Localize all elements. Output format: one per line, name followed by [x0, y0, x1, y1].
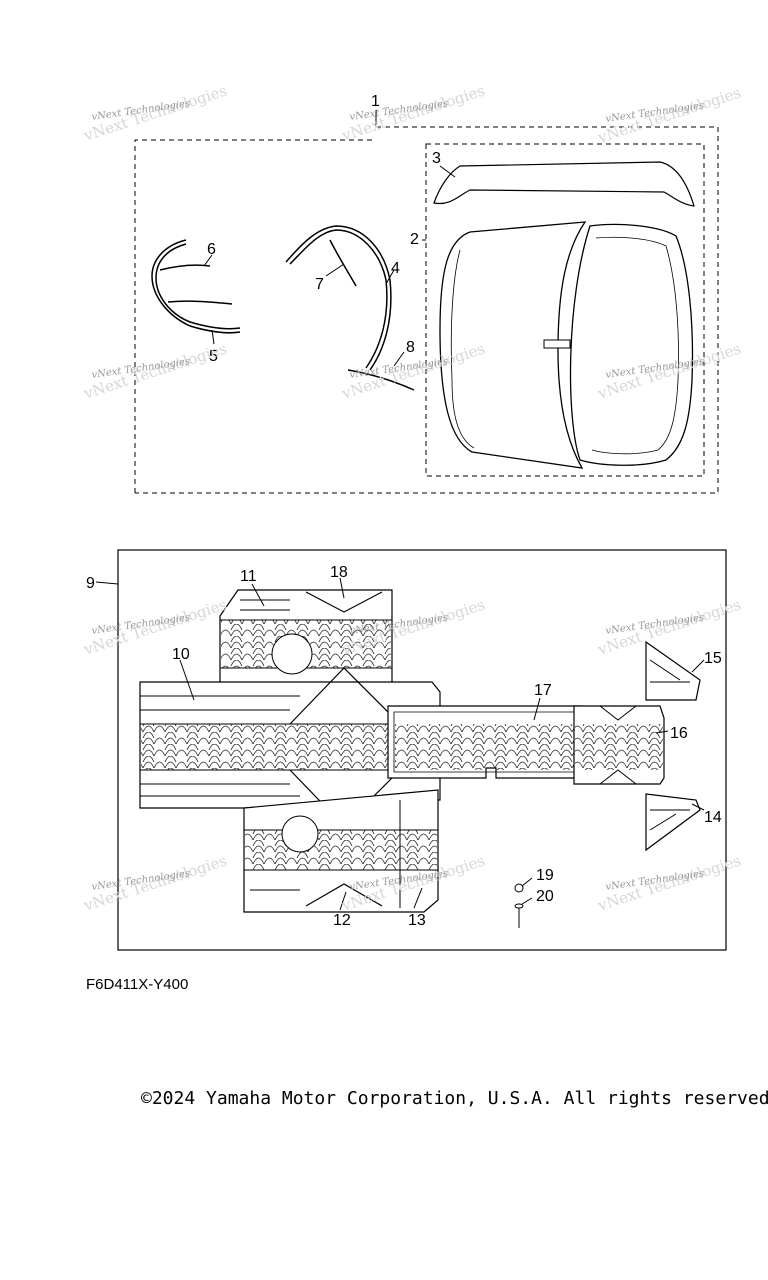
- copyright-notice: ©2024 Yamaha Motor Corporation, U.S.A. A…: [141, 1088, 768, 1109]
- callout-4: 4: [391, 260, 400, 277]
- leader-7: [325, 263, 345, 277]
- callout-13: 13: [408, 912, 426, 929]
- bow-panel: [433, 161, 695, 207]
- callout-10: 10: [172, 646, 190, 663]
- pad-lower: [645, 793, 701, 852]
- leader-8: [393, 351, 405, 367]
- upper-side-mat: [219, 589, 393, 686]
- leader-17: [533, 697, 541, 721]
- callout-9: 9: [86, 575, 95, 592]
- step-mat: [387, 705, 583, 779]
- leader-9: [95, 581, 119, 585]
- callout-2: 2: [410, 231, 419, 248]
- diagram-code: F6D411X-Y400: [86, 976, 189, 993]
- callout-19: 19: [536, 867, 554, 884]
- leader-20: [521, 897, 533, 905]
- cover-assembly-frame: [134, 126, 719, 494]
- leader-10: [179, 659, 195, 701]
- pad-upper: [645, 640, 701, 701]
- callout-8: 8: [406, 339, 415, 356]
- callout-6: 6: [207, 241, 216, 258]
- leader-5: [211, 329, 215, 345]
- leader-14: [691, 803, 705, 811]
- callout-1: 1: [371, 93, 380, 110]
- leader-19: [521, 877, 533, 887]
- fastener: [514, 883, 524, 928]
- mat-kit-frame: [117, 549, 727, 951]
- callout-11: 11: [240, 568, 257, 585]
- callout-3: 3: [432, 150, 441, 167]
- grab-bar: [285, 225, 415, 391]
- leader-3: [439, 165, 456, 178]
- callout-20: 20: [536, 888, 554, 905]
- lower-side-mat: [243, 789, 439, 913]
- leader-15: [691, 659, 705, 673]
- cover-right-half: [569, 223, 694, 466]
- leader-13: [413, 887, 423, 909]
- callout-18: 18: [330, 564, 348, 581]
- cover-left-half: [439, 221, 587, 469]
- bow-rail-left: [151, 239, 241, 334]
- leader-11: [251, 583, 265, 607]
- callout-12: 12: [333, 912, 351, 929]
- callout-15: 15: [704, 650, 722, 667]
- leader-18: [339, 577, 345, 599]
- leader-4: [385, 269, 395, 285]
- callout-16: 16: [670, 725, 688, 742]
- callout-14: 14: [704, 809, 722, 826]
- leader-6: [203, 254, 213, 267]
- rear-mat: [573, 705, 665, 785]
- leader-16: [655, 730, 669, 734]
- callout-7: 7: [315, 276, 324, 293]
- callout-17: 17: [534, 682, 552, 699]
- callout-5: 5: [209, 348, 218, 365]
- leader-12: [339, 891, 347, 911]
